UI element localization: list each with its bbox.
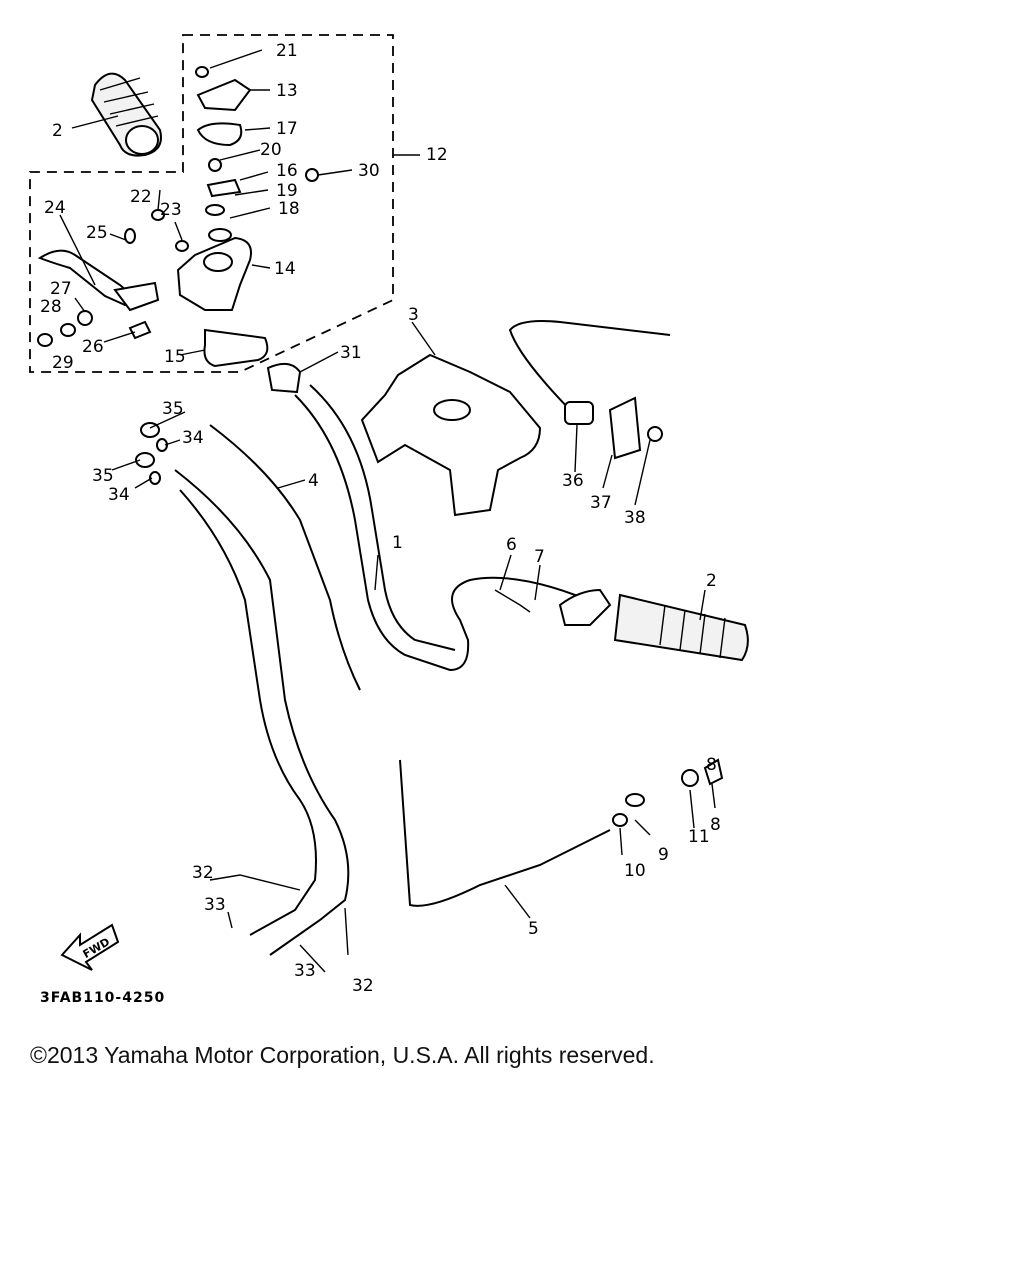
part-label-29: 29 [52,353,74,373]
part-label-35: 35 [162,399,184,419]
part-label-15: 15 [164,347,186,367]
part-label-24: 24 [44,198,66,218]
part-label-25: 25 [86,223,108,243]
part-label-21: 21 [276,41,298,61]
throttle-housing [176,236,269,368]
part-label-11: 11 [688,827,710,847]
drawing-code: 3FAB110-4250 [40,990,165,1006]
part-label-17: 17 [276,119,298,139]
copyright-notice: ©2013 Yamaha Motor Corporation, U.S.A. A… [30,1042,655,1068]
part-label-28: 28 [40,297,62,317]
part-label-20: 20 [260,140,282,160]
switch-parts [195,66,319,242]
part-label-12: 12 [426,145,448,165]
washer-parts [135,422,168,485]
leader-lines [59,49,716,973]
part-label-3: 3 [408,305,419,325]
part-label-10: 10 [624,861,646,881]
part-label-30: 30 [358,161,380,181]
part-label-7: 7 [534,547,545,567]
handlebar-cover [360,353,542,517]
part-label-23: 23 [160,200,182,220]
part-label-9: 9 [658,845,669,865]
part-label-36: 36 [562,471,584,491]
part-label-8: 8 [706,755,717,775]
part-label-33: 33 [204,895,226,915]
fwd-arrow-icon: FWD [60,923,120,971]
part-label-2: 2 [706,571,717,591]
part-label-14: 14 [274,259,296,279]
part-label-31: 31 [340,343,362,363]
part-label-33: 33 [294,961,316,981]
exploded-parts-diagram: FWD 3FAB110-4250 12234567889101112131415… [29,34,749,1006]
part-label-18: 18 [278,199,300,219]
cables-32 [179,489,317,936]
brake-lever [37,209,189,347]
part-label-16: 16 [276,161,298,181]
part-label-19: 19 [276,181,298,201]
part-label-1: 1 [392,533,403,553]
part-label-26: 26 [82,337,104,357]
part-label-22: 22 [130,187,152,207]
left-grip [90,72,162,157]
part-label-38: 38 [624,508,646,528]
part-label-13: 13 [276,81,298,101]
throttle-cable-right [508,320,671,460]
part-label-34: 34 [182,428,204,448]
part-label-37: 37 [590,493,612,513]
part-label-5: 5 [528,919,539,939]
part-label-4: 4 [308,471,319,491]
part-labels: 1223456788910111213141516171819202122232… [40,41,721,996]
cables-32-b [174,469,350,956]
cable-5 [399,759,611,907]
part-label-35: 35 [92,466,114,486]
adjuster-parts [612,758,724,827]
part-label-34: 34 [108,485,130,505]
part-label-32: 32 [352,976,374,996]
assembly-outline [29,34,394,373]
part-label-2: 2 [52,121,63,141]
part-label-32: 32 [192,863,214,883]
cable-4 [209,424,361,691]
part-label-27: 27 [50,279,72,299]
part-label-6: 6 [506,535,517,555]
right-grip [494,588,749,662]
part-label-8: 8 [710,815,721,835]
handlebar [266,362,601,672]
